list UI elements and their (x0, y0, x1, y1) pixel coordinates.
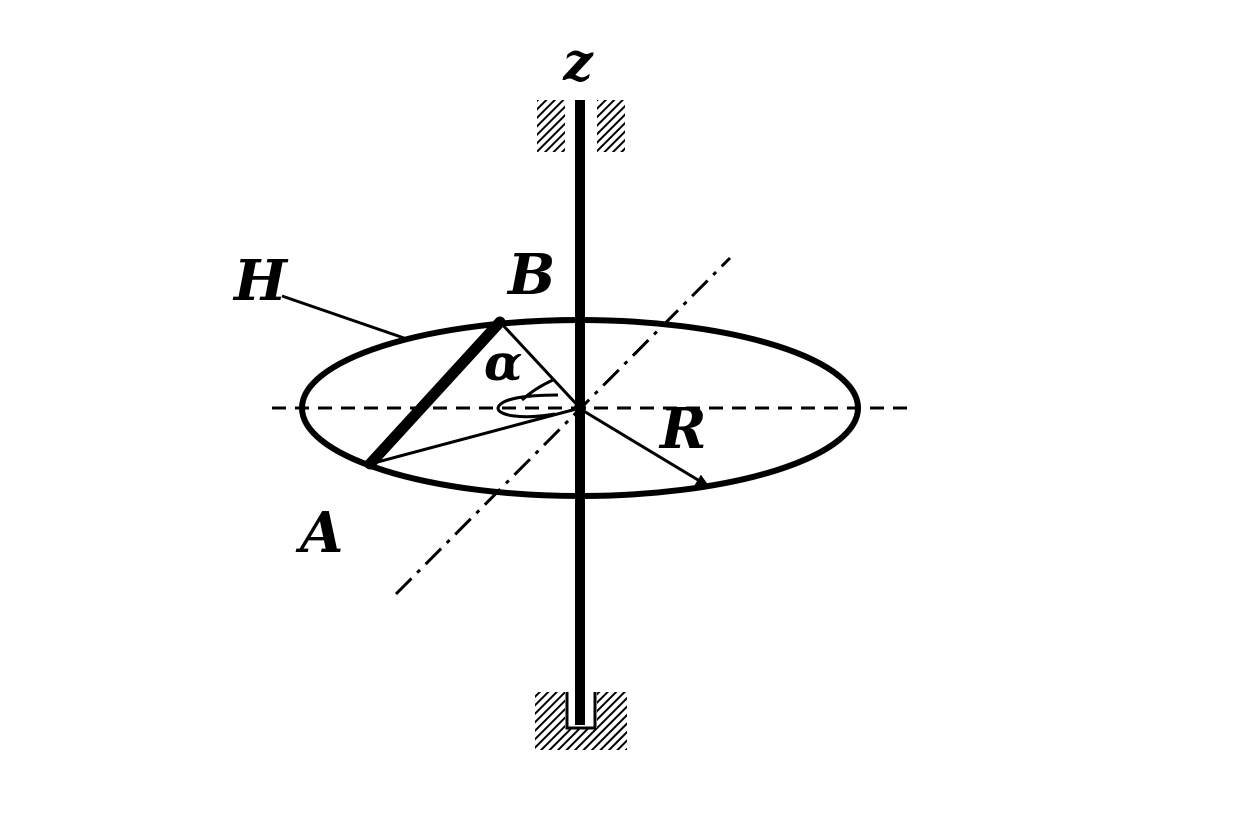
point-label-b: B (506, 242, 555, 308)
line-center-to-a (369, 406, 581, 466)
axis-label-z: z (562, 32, 594, 93)
angle-label-alpha: α (484, 333, 522, 392)
bottom-bearing (535, 692, 627, 750)
rod-ab (364, 316, 506, 470)
radius-arrow (581, 408, 710, 488)
radius-label-r: R (658, 396, 707, 462)
h-leader-line (281, 294, 405, 340)
center-point (574, 402, 586, 414)
point-label-a: A (295, 500, 343, 566)
disk-label-h: H (232, 248, 289, 314)
top-bearing (537, 100, 625, 152)
diagonal-dashdot-axis (394, 256, 732, 596)
center-angle-arc (496, 393, 559, 419)
line-center-to-b (498, 320, 582, 410)
